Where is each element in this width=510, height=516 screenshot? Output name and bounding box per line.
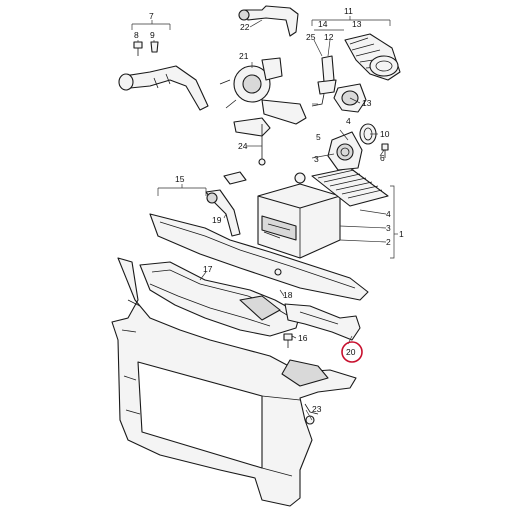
air-mass-meter xyxy=(327,131,363,171)
callout-7: 7 xyxy=(149,11,154,21)
callout-15: 15 xyxy=(175,174,185,184)
callout-2: 2 xyxy=(386,237,391,247)
callout-16: 16 xyxy=(298,333,308,343)
callout-21: 21 xyxy=(239,51,249,61)
callout-17: 17 xyxy=(203,264,213,274)
callout-1: 1 xyxy=(399,229,404,239)
bolt-8 xyxy=(133,41,143,56)
leader-lines xyxy=(137,19,387,421)
bolt-6 xyxy=(381,143,389,158)
callout-labels: 7 8 9 22 11 14 13 25 12 21 13 4 10 3 6 5… xyxy=(134,6,404,414)
hose-19 xyxy=(205,171,247,237)
clip-9 xyxy=(150,41,159,53)
callout-4: 4 xyxy=(346,116,351,126)
air-filter-element xyxy=(311,167,389,207)
callout-20: 20 xyxy=(346,347,356,357)
callout-3: 3 xyxy=(314,154,319,164)
callout-23: 23 xyxy=(312,404,322,414)
turbocharger-unit xyxy=(219,57,307,125)
callout-12: 12 xyxy=(324,32,334,42)
highlight-circle xyxy=(341,341,363,363)
callout-10: 10 xyxy=(380,129,390,139)
sensor-unit xyxy=(311,55,337,107)
breather-pipe-7 xyxy=(118,65,209,111)
callout-8: 8 xyxy=(134,30,139,40)
callout-5: 5 xyxy=(316,132,321,142)
callout-14: 14 xyxy=(318,19,328,29)
bolt-16 xyxy=(283,333,293,348)
intake-hose-part-20 xyxy=(284,303,361,341)
air-guide-duct xyxy=(139,261,301,337)
callout-13-upper: 13 xyxy=(352,19,362,29)
upper-air-duct xyxy=(149,213,369,301)
callout-4-lower: 4 xyxy=(386,209,391,219)
callout-6: 6 xyxy=(380,153,385,163)
callout-25: 25 xyxy=(306,32,316,42)
air-filter-housing xyxy=(257,172,341,259)
bracket-24 xyxy=(233,117,271,166)
callout-24: 24 xyxy=(238,141,248,151)
callout-19: 19 xyxy=(212,215,222,225)
callout-3-lower: 3 xyxy=(386,223,391,233)
callout-13-lower: 13 xyxy=(362,98,372,108)
callout-brackets xyxy=(131,16,398,259)
callout-9: 9 xyxy=(150,30,155,40)
callout-22: 22 xyxy=(240,22,250,32)
callout-11: 11 xyxy=(344,6,353,16)
intake-pipe-corrugated xyxy=(344,33,401,81)
highlighted-callout-20: 20 xyxy=(341,341,363,363)
vacuum-hose-22 xyxy=(238,5,299,37)
callout-18: 18 xyxy=(283,290,293,300)
screw-18 xyxy=(274,268,282,276)
